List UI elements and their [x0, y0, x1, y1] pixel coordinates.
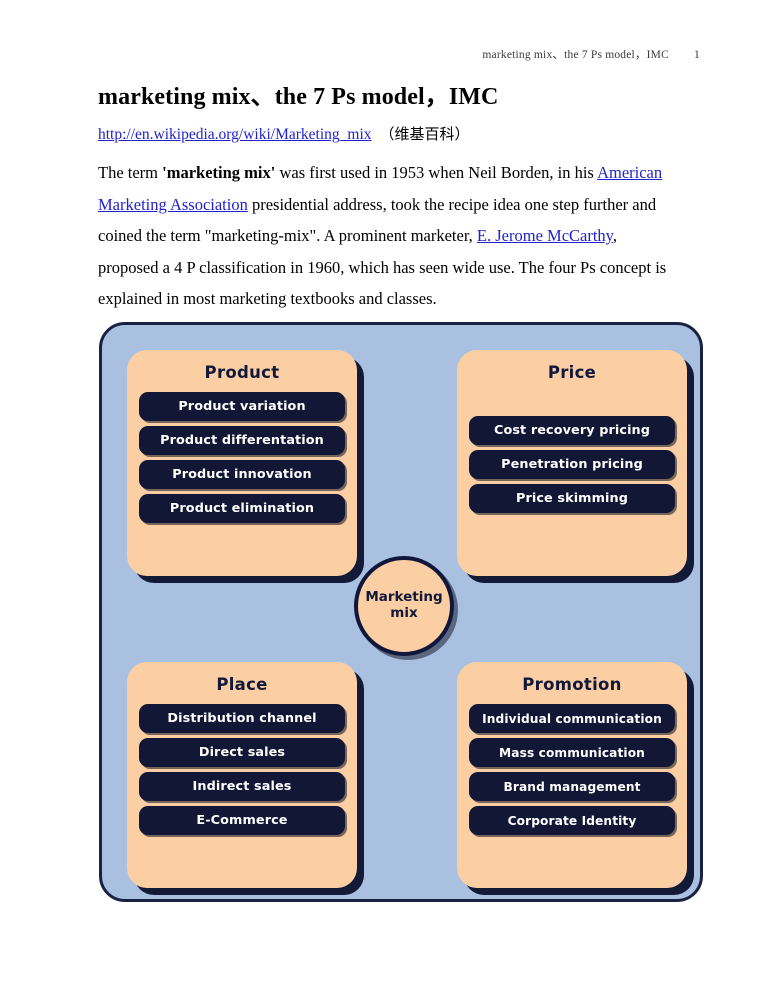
running-head-text: marketing mix、the 7 Ps model，IMC — [482, 49, 669, 61]
page-number: 1 — [694, 49, 700, 61]
marketing-mix-diagram: Product Product variation Product differ… — [99, 322, 703, 902]
quadrant-items-price: Cost recovery pricing Penetration pricin… — [457, 382, 687, 513]
quadrant-place: Place Distribution channel Direct sales … — [127, 662, 357, 888]
para-text-3: presidential address, took the recipe id… — [98, 194, 657, 246]
diagram-canvas: Product Product variation Product differ… — [99, 322, 703, 902]
ama-link[interactable]: American Marketing Association — [98, 163, 663, 214]
quadrant-product: Product Product variation Product differ… — [127, 350, 357, 576]
chip-product-variation: Product variation — [139, 392, 345, 421]
chip-e-commerce: E-Commerce — [139, 806, 345, 835]
intro-paragraph: The term 'marketing mix' was first used … — [98, 157, 678, 315]
quadrant-title-place: Place — [216, 675, 268, 694]
chip-penetration-pricing: Penetration pricing — [469, 450, 675, 479]
quadrant-items-promotion: Individual communication Mass communicat… — [457, 694, 687, 835]
para-text-1: The term — [98, 163, 163, 183]
chip-product-differentation: Product differentation — [139, 426, 345, 455]
page-title: marketing mix、the 7 Ps model，IMC — [98, 84, 499, 110]
chip-mass-communication: Mass communication — [469, 738, 675, 767]
chip-product-innovation: Product innovation — [139, 460, 345, 489]
center-node-label: Marketing mix — [365, 589, 443, 621]
source-note: （维基百科） — [379, 126, 470, 143]
center-node-marketing-mix: Marketing mix — [354, 556, 454, 656]
quadrant-price: Price Cost recovery pricing Penetration … — [457, 350, 687, 576]
chip-indirect-sales: Indirect sales — [139, 772, 345, 801]
para-text-4: , proposed a 4 P classification in 1960,… — [98, 226, 667, 309]
chip-corporate-identity: Corporate Identity — [469, 806, 675, 835]
quadrant-title-product: Product — [204, 363, 280, 382]
chip-brand-management: Brand management — [469, 772, 675, 801]
para-bold-marketing-mix: 'marketing mix' — [162, 163, 276, 183]
chip-direct-sales: Direct sales — [139, 738, 345, 767]
document-body: marketing mix、the 7 Ps model，IMC http://… — [98, 84, 678, 315]
source-url-link[interactable]: http://en.wikipedia.org/wiki/Marketing_m… — [98, 125, 372, 143]
source-line: http://en.wikipedia.org/wiki/Marketing_m… — [98, 126, 678, 144]
chip-individual-communication: Individual communication — [469, 704, 675, 733]
quadrant-title-promotion: Promotion — [522, 675, 622, 694]
chip-cost-recovery-pricing: Cost recovery pricing — [469, 416, 675, 445]
para-text-2: was first used in 1953 when Neil Borden,… — [275, 163, 598, 183]
quadrant-title-price: Price — [547, 363, 597, 382]
chip-price-skimming: Price skimming — [469, 484, 675, 513]
running-header: marketing mix、the 7 Ps model，IMC 1 — [482, 46, 700, 62]
quadrant-items-product: Product variation Product differentation… — [127, 382, 357, 523]
mccarthy-link[interactable]: E. Jerome McCarthy — [476, 226, 613, 246]
quadrant-items-place: Distribution channel Direct sales Indire… — [127, 694, 357, 835]
quadrant-promotion: Promotion Individual communication Mass … — [457, 662, 687, 888]
chip-product-elimination: Product elimination — [139, 494, 345, 523]
chip-distribution-channel: Distribution channel — [139, 704, 345, 733]
